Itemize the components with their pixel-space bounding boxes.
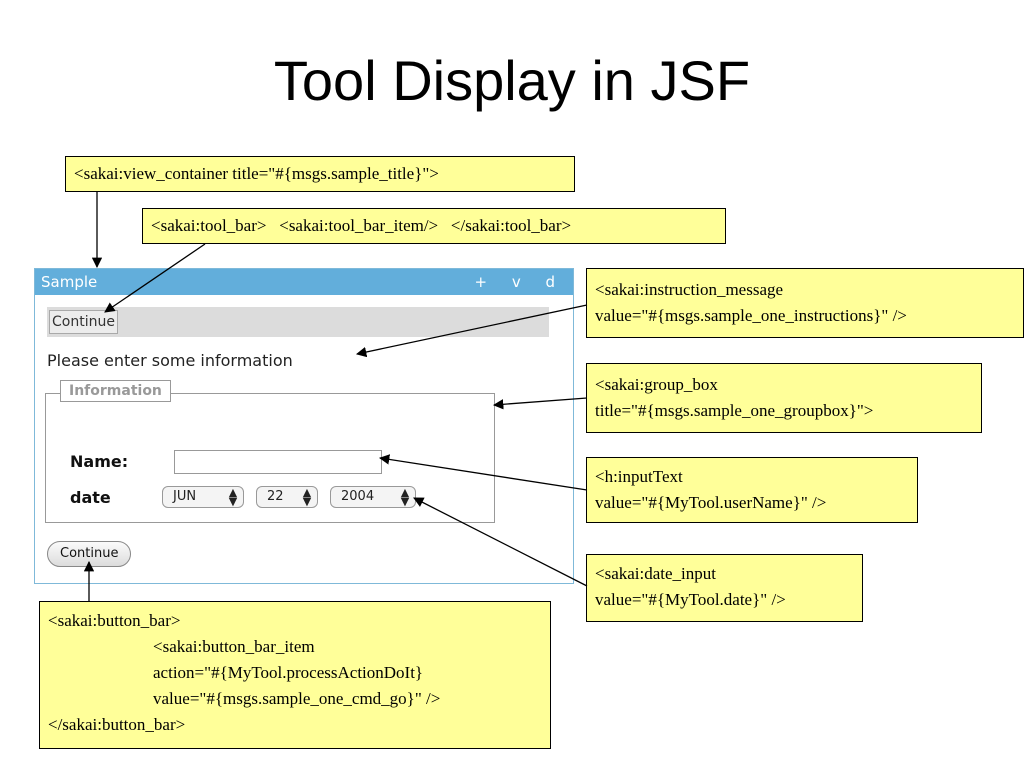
name-input[interactable] bbox=[174, 450, 382, 474]
tool-title: Sample bbox=[41, 273, 98, 291]
note-instruction-message: <sakai:instruction_message value="#{msgs… bbox=[586, 268, 1024, 338]
note-button-bar-line-1: <sakai:button_bar> bbox=[48, 611, 181, 630]
instruction-message: Please enter some information bbox=[47, 351, 293, 370]
note-date-input: <sakai:date_input value="#{MyTool.date}"… bbox=[586, 554, 863, 622]
month-stepper-icon: ▲▼ bbox=[228, 486, 238, 508]
group-box-title: Information bbox=[60, 380, 171, 402]
note-input-text-line-2: value="#{MyTool.userName}" /> bbox=[595, 493, 827, 512]
note-tool-bar-text: <sakai:tool_bar> <sakai:tool_bar_item/> … bbox=[151, 216, 572, 235]
year-stepper-icon: ▲▼ bbox=[400, 486, 410, 508]
note-tool-bar: <sakai:tool_bar> <sakai:tool_bar_item/> … bbox=[142, 208, 726, 244]
month-select[interactable]: JUN ▲▼ bbox=[162, 486, 244, 508]
note-instruction-line-1: <sakai:instruction_message bbox=[595, 280, 784, 299]
year-value: 2004 bbox=[341, 489, 375, 504]
continue-button[interactable]: Continue bbox=[47, 541, 132, 567]
date-label: date bbox=[70, 488, 111, 507]
day-stepper-icon: ▲▼ bbox=[302, 486, 312, 508]
note-input-text: <h:inputText value="#{MyTool.userName}" … bbox=[586, 457, 918, 523]
note-date-input-line-2: value="#{MyTool.date}" /> bbox=[595, 590, 786, 609]
toolbar-continue-item[interactable]: Continue bbox=[49, 310, 118, 334]
month-value: JUN bbox=[173, 489, 197, 504]
year-select[interactable]: 2004 ▲▼ bbox=[330, 486, 416, 508]
name-label: Name: bbox=[70, 452, 129, 471]
note-view-container-text: <sakai:view_container title="#{msgs.samp… bbox=[74, 164, 439, 183]
note-group-box-line-2: title="#{msgs.sample_one_groupbox}"> bbox=[595, 401, 874, 420]
note-button-bar-line-5: </sakai:button_bar> bbox=[48, 715, 186, 734]
tool-bar: Continue bbox=[47, 307, 549, 337]
sample-tool-window: Sample + v d Continue Please enter some … bbox=[34, 268, 574, 584]
note-button-bar-line-4: value="#{msgs.sample_one_cmd_go}" /> bbox=[153, 689, 441, 708]
information-group-box: Information Name: date JUN ▲▼ 22 ▲▼ 2004… bbox=[45, 380, 495, 523]
note-button-bar-line-3: action="#{MyTool.processActionDoIt} bbox=[153, 663, 424, 682]
note-date-input-line-1: <sakai:date_input bbox=[595, 564, 717, 583]
note-input-text-line-1: <h:inputText bbox=[595, 467, 683, 486]
note-instruction-line-2: value="#{msgs.sample_one_instructions}" … bbox=[595, 306, 907, 325]
day-select[interactable]: 22 ▲▼ bbox=[256, 486, 318, 508]
tool-header-controls[interactable]: + v d bbox=[474, 273, 565, 291]
note-group-box: <sakai:group_box title="#{msgs.sample_on… bbox=[586, 363, 982, 433]
tool-header: Sample + v d bbox=[35, 269, 573, 295]
day-value: 22 bbox=[267, 489, 284, 504]
note-view-container: <sakai:view_container title="#{msgs.samp… bbox=[65, 156, 575, 192]
note-button-bar-line-2: <sakai:button_bar_item bbox=[153, 637, 315, 656]
note-button-bar: <sakai:button_bar> <sakai:button_bar_ite… bbox=[39, 601, 551, 749]
slide-title: Tool Display in JSF bbox=[273, 49, 751, 112]
note-group-box-line-1: <sakai:group_box bbox=[595, 375, 718, 394]
